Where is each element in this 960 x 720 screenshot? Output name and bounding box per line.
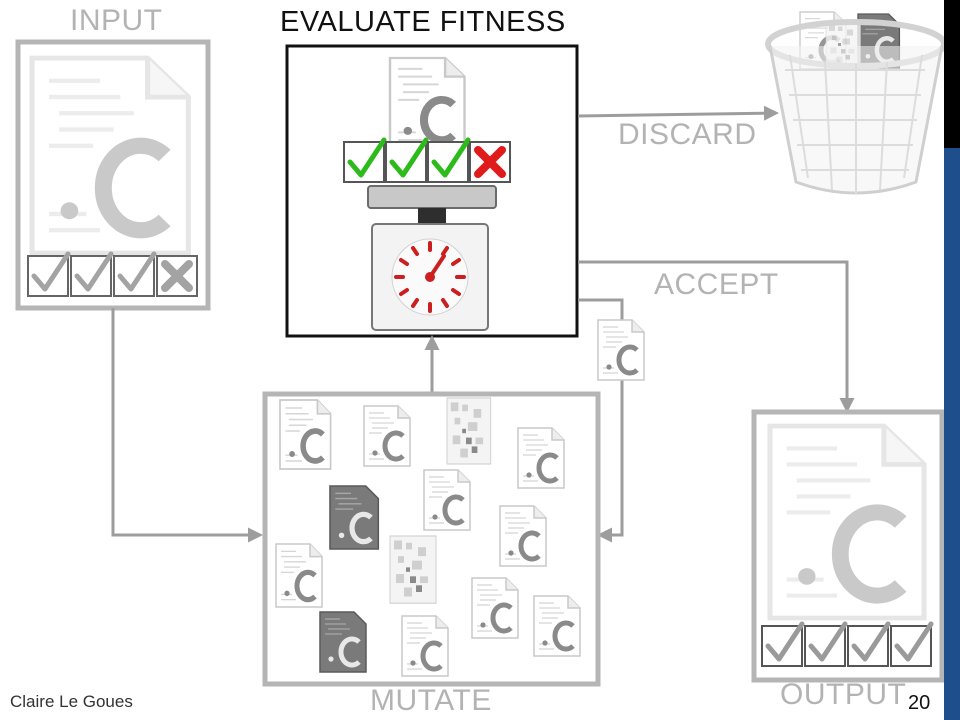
input-test-fail-icon (157, 256, 197, 296)
fitness-scale-icon (367, 185, 497, 331)
output-test-pass-icon (891, 624, 931, 666)
variant-noise-file-icon (446, 397, 492, 465)
variant-file-icon (402, 616, 448, 676)
input-test-pass-icon (114, 254, 154, 296)
discard-label: DISCARD (618, 118, 757, 151)
output-test-pass-icon (848, 624, 888, 666)
candidate-test-pass-icon (386, 140, 426, 182)
variant-file-icon (280, 400, 331, 469)
variant-file-icon (518, 428, 564, 488)
input-test-pass-icon (28, 254, 68, 296)
variant-file-icon (424, 470, 470, 530)
input-test-pass-icon (71, 254, 111, 296)
variant-file-icon (276, 544, 322, 607)
input-box (15, 39, 211, 311)
footer-author: Claire Le Goues (10, 692, 133, 711)
candidate-test-pass-icon (344, 140, 384, 182)
slide-edge-blue-bar (944, 148, 960, 720)
discard-trash-icon (765, 12, 944, 195)
input-label: INPUT (70, 4, 163, 37)
mutate-label: MUTATE (370, 684, 492, 717)
variant-dark-file-icon (320, 612, 366, 672)
arrow-input-to-mutate (111, 308, 263, 543)
evaluate-fitness-label: EVALUATE FITNESS (280, 6, 566, 38)
mutate-box (262, 391, 601, 687)
variant-file-icon (472, 578, 518, 638)
candidate-file-icon (390, 58, 465, 151)
feedback-file-icon (598, 320, 644, 380)
output-source-file-icon (770, 426, 924, 618)
accept-label: ACCEPT (654, 268, 779, 301)
candidate-test-pass-icon (428, 140, 468, 182)
variant-noise-file-icon (389, 535, 437, 604)
slide-number: 20 (908, 692, 931, 714)
variant-dark-file-icon (330, 486, 378, 549)
input-source-file-icon (32, 58, 188, 253)
arrow-evaluate-to-output (578, 260, 855, 413)
arrow-evaluate-to-discard (577, 105, 779, 121)
variant-file-icon (364, 406, 410, 466)
flow-arrows (111, 105, 855, 543)
arrow-evaluate-to-mutate (578, 298, 624, 543)
candidate-test-results (344, 140, 510, 182)
slide-edge-black-bar (944, 0, 960, 148)
candidate-test-fail-icon (470, 142, 510, 182)
output-box (751, 409, 944, 683)
variant-file-icon (534, 596, 580, 656)
evaluate-fitness-box (285, 44, 579, 338)
output-test-pass-icon (805, 624, 845, 666)
output-label: OUTPUT (780, 678, 907, 711)
output-test-pass-icon (762, 624, 802, 666)
variant-file-icon (500, 506, 546, 566)
